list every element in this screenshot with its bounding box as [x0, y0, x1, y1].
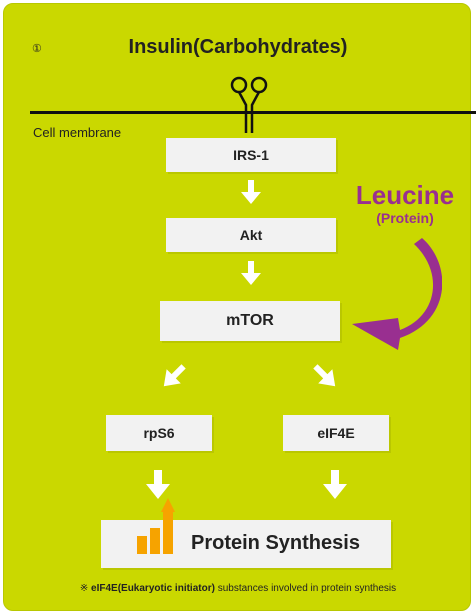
leucine-label: Leucine — [355, 180, 455, 210]
akt-box: Akt — [166, 218, 336, 252]
irs1-box: IRS-1 — [166, 138, 336, 172]
arrow-down-left-icon — [163, 364, 186, 387]
cell-membrane-label: Cell membrane — [33, 125, 122, 140]
growth-bars-icon — [137, 498, 175, 554]
insulin-receptor-icon — [230, 76, 268, 133]
footnote-text: substances involved in protein synthesis — [217, 583, 397, 594]
mtor-box: mTOR — [160, 301, 340, 341]
leucine-sublabel: (Protein) — [376, 210, 434, 226]
diagram-title: Insulin(Carbohydrates) — [128, 36, 348, 58]
footnote-term: eIF4E(Eukaryotic initiator) — [91, 583, 215, 594]
protein-synthesis-label: Protein Synthesis — [191, 532, 360, 554]
footnote-mark: ※ — [79, 583, 89, 594]
arrow-down-icon — [146, 470, 170, 499]
arrow-down-icon — [323, 470, 347, 499]
cell-membrane-line — [30, 111, 476, 114]
arrow-down-icon — [241, 180, 261, 204]
elf4e-box: eIF4E — [283, 415, 389, 451]
step-number: ① — [32, 43, 42, 55]
footnote: ※ eIF4E(Eukaryotic initiator) substances… — [0, 583, 476, 594]
protein-synthesis-box: Protein Synthesis — [101, 498, 391, 568]
curved-arrow-icon — [352, 238, 442, 350]
rps6-box: rpS6 — [106, 415, 212, 451]
arrow-down-icon — [241, 261, 261, 285]
arrow-down-right-icon — [313, 364, 336, 387]
